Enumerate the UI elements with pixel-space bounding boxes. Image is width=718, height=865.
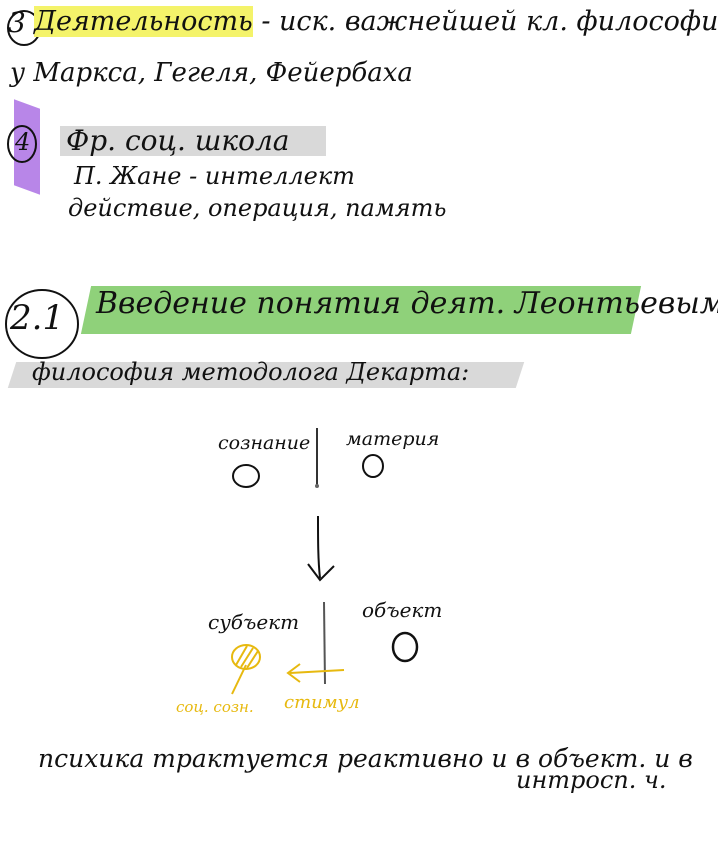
- footer-line-2: интросп. ч.: [516, 766, 667, 794]
- subject-hatched-circle: [231, 644, 261, 670]
- down-arrow: [307, 515, 335, 582]
- top-right-circle: [362, 454, 384, 478]
- label-stimulus: стимул: [284, 692, 360, 713]
- top-left-circle: [232, 464, 260, 488]
- label-object: объект: [362, 598, 443, 622]
- label-social-consciousness: соц. созн.: [176, 698, 254, 716]
- yellow-pointer-line: [231, 664, 247, 695]
- section-3-number: 3: [8, 6, 26, 39]
- section-3-line-1: Деятельность - иск. важнейшей кл. филосо…: [34, 6, 718, 37]
- section-4-line-3: действие, операция, память: [68, 194, 447, 222]
- footer-line-1: психика трактуется реактивно и в объект.…: [38, 744, 693, 773]
- section-4-number: 4: [15, 128, 31, 156]
- yellow-left-arrow: [286, 663, 345, 683]
- section-4-line-1: Фр. соц. школа: [66, 124, 290, 157]
- object-circle: [391, 631, 419, 663]
- section-21-number: 2.1: [10, 298, 65, 338]
- section-21-subtitle: философия методолога Декарта:: [32, 358, 470, 386]
- section-3-highlight: Деятельность: [34, 6, 253, 37]
- section-21-title: Введение понятия деят. Леонтьевым: [96, 286, 718, 321]
- section-3-line-2: у Маркса, Гегеля, Фейербаха: [10, 58, 413, 88]
- label-matter: материя: [346, 428, 440, 450]
- label-subject: субъект: [208, 610, 300, 634]
- highlight-band-grey: [60, 126, 326, 156]
- section-4-line-2: П. Жане - интеллект: [74, 162, 355, 190]
- label-consciousness: сознание: [218, 432, 311, 454]
- top-divider-line: [315, 428, 319, 488]
- section-3-line-1-rest: - иск. важнейшей кл. философии: [252, 6, 718, 37]
